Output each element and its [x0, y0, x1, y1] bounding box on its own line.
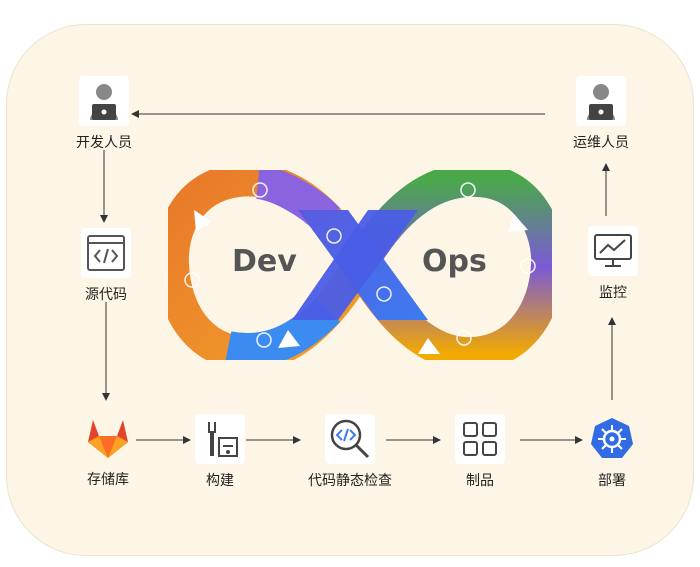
node-ops: 运维人员: [541, 76, 661, 166]
node-repository: 存储库: [48, 413, 168, 503]
node-developer: 开发人员: [44, 76, 164, 166]
developer-icon: [79, 76, 129, 126]
node-deploy: 部署: [552, 414, 672, 504]
ops-engineer-icon: [576, 76, 626, 126]
node-build: 构建: [160, 414, 280, 504]
node-static-scan: 代码静态检查: [290, 414, 410, 504]
label-monitor: 监控: [599, 285, 627, 301]
kubernetes-icon: [587, 414, 637, 464]
monitor-chart-icon: [588, 226, 638, 276]
label-build: 构建: [206, 473, 234, 489]
node-monitor: 监控: [553, 226, 673, 316]
gitlab-icon: [83, 413, 133, 463]
word-ops: Ops: [422, 244, 487, 279]
node-artifact: 制品: [420, 414, 540, 504]
build-tools-icon: [195, 414, 245, 464]
node-source-code: 源代码: [46, 228, 166, 318]
word-dev: Dev: [232, 244, 297, 279]
grid-icon: [455, 414, 505, 464]
label-repository: 存储库: [87, 472, 129, 488]
label-deploy: 部署: [598, 473, 626, 489]
label-source-code: 源代码: [85, 287, 127, 303]
label-artifact: 制品: [466, 473, 494, 489]
label-ops: 运维人员: [573, 135, 629, 151]
label-developer: 开发人员: [76, 135, 132, 151]
code-window-icon: [81, 228, 131, 278]
label-static-scan: 代码静态检查: [308, 473, 392, 489]
devops-infinity-loop: Dev Ops: [154, 162, 566, 372]
code-search-icon: [325, 414, 375, 464]
